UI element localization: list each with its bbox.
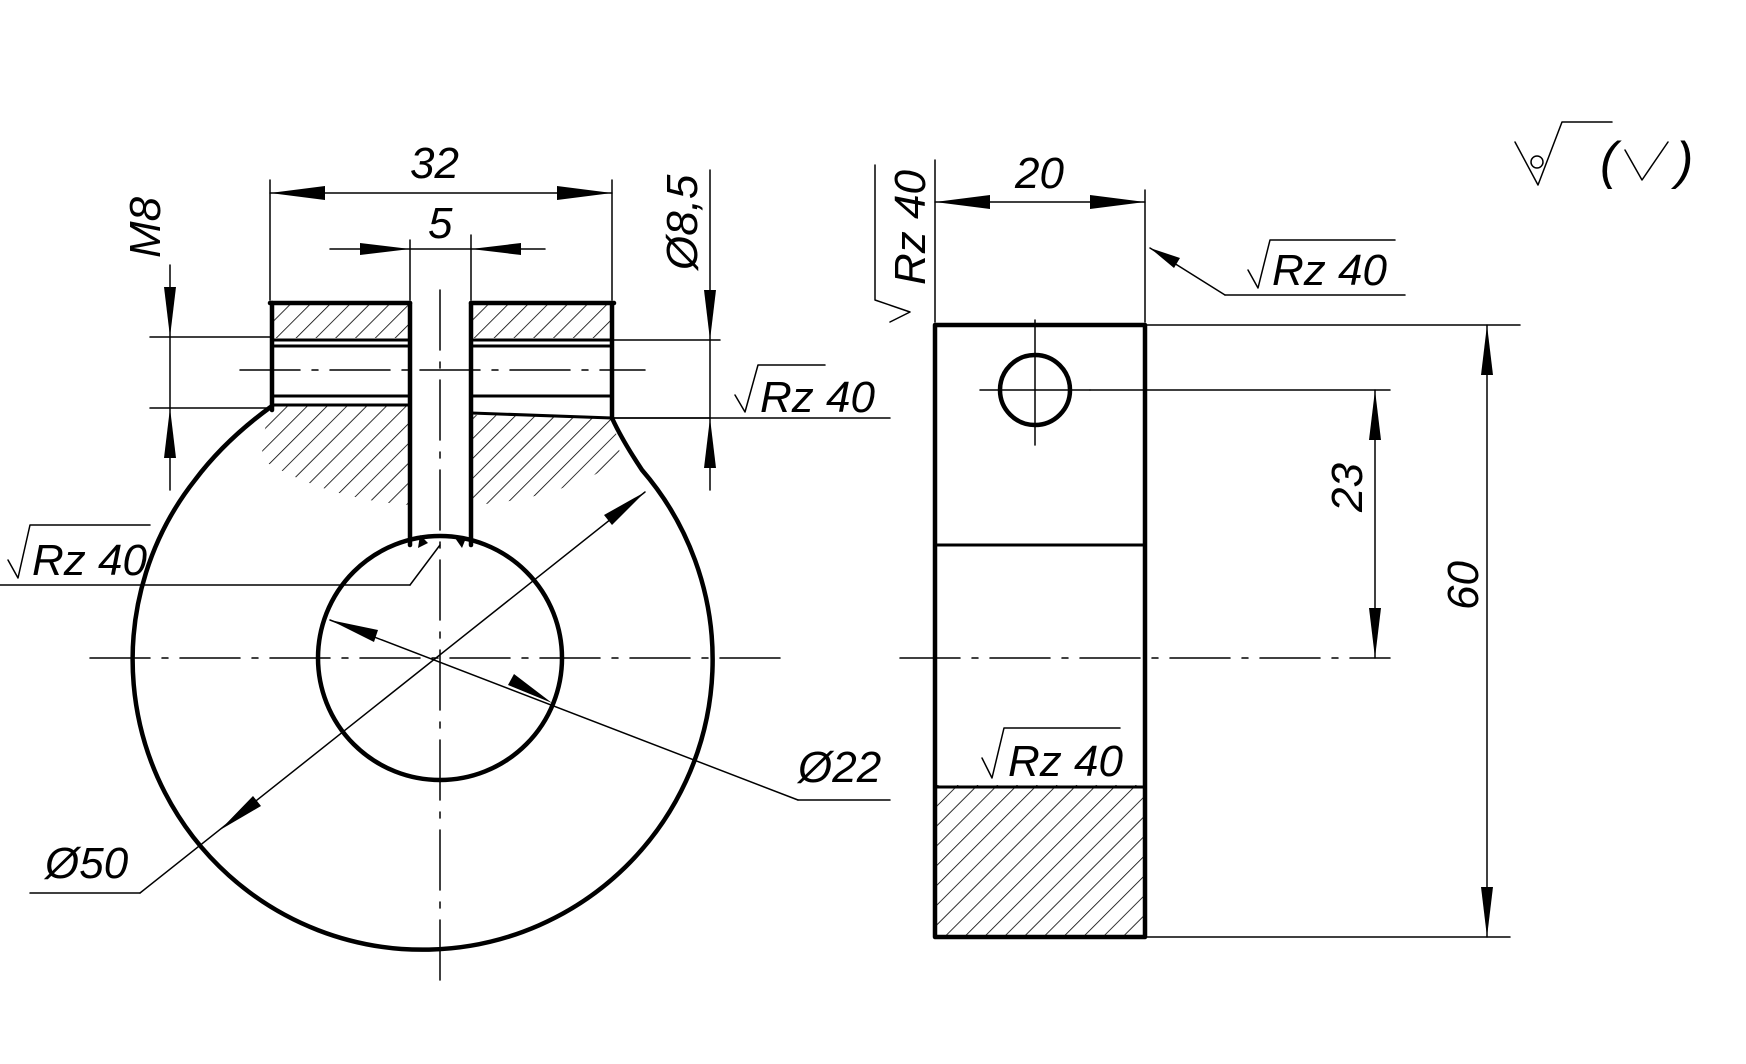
check-icon <box>1624 141 1669 181</box>
front-view: 32 5 M8 Ø8,5 Rz 40 Rz 40 <box>0 139 891 986</box>
general-roughness-symbol: ( ) <box>1514 121 1693 190</box>
dimension-d50: Ø50 <box>43 839 129 888</box>
dimension-20: 20 <box>1014 149 1064 198</box>
dimension-23: 23 <box>1323 463 1372 513</box>
paren-left: ( <box>1600 132 1622 190</box>
roughness-neck-right: Rz 40 <box>760 373 875 422</box>
dimension-d8-5: Ø8,5 <box>658 174 707 272</box>
hatch-bottom <box>935 785 1145 937</box>
dimension-5: 5 <box>428 199 453 248</box>
hatch-lower-right <box>471 415 620 505</box>
dimension-m8: M8 <box>121 196 170 258</box>
side-view: 20 Rz 40 Rz 40 Rz 40 23 60 <box>874 149 1521 940</box>
hatch-top-left <box>272 305 410 338</box>
hatch-top-right <box>471 305 612 338</box>
dimension-32: 32 <box>410 139 459 188</box>
dimension-d22: Ø22 <box>796 743 881 792</box>
roughness-side-bottom: Rz 40 <box>1008 737 1123 786</box>
dimension-60: 60 <box>1439 561 1488 610</box>
hatch-lower-left <box>262 406 410 505</box>
roughness-side-left: Rz 40 <box>886 170 935 285</box>
paren-right: ) <box>1670 132 1693 190</box>
roughness-side-top: Rz 40 <box>1272 246 1387 295</box>
outer-circle <box>130 403 715 952</box>
roughness-slot: Rz 40 <box>32 536 147 585</box>
